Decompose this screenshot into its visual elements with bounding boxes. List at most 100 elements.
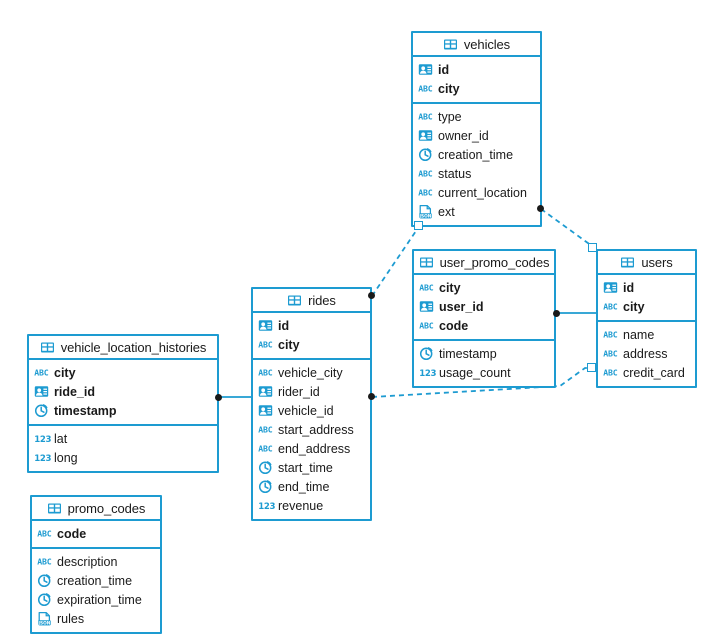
- table-header-users[interactable]: users: [598, 251, 695, 275]
- table-header-user_promo_codes[interactable]: user_promo_codes: [414, 251, 554, 275]
- field-row[interactable]: timestamp: [414, 344, 554, 363]
- table-icon: [419, 255, 434, 270]
- field-name: id: [623, 280, 635, 295]
- field-name: credit_card: [623, 365, 685, 380]
- clock-icon: [418, 147, 433, 162]
- svg-text:123: 123: [34, 454, 51, 464]
- field-row[interactable]: ride_id: [29, 382, 217, 401]
- svg-text:ABC: ABC: [258, 444, 272, 454]
- field-row[interactable]: user_id: [414, 297, 554, 316]
- abc-text-icon: ABC: [418, 185, 433, 200]
- field-row[interactable]: creation_time: [413, 145, 540, 164]
- edge-endpoint-dot: [368, 393, 375, 400]
- field-name: rider_id: [278, 384, 320, 399]
- svg-text:ABC: ABC: [258, 340, 272, 350]
- table-name: users: [641, 254, 673, 270]
- field-row[interactable]: timestamp: [29, 401, 217, 420]
- field-row[interactable]: JSON rules: [32, 609, 160, 628]
- table-header-promo_codes[interactable]: promo_codes: [32, 497, 160, 521]
- field-name: city: [54, 365, 76, 380]
- svg-text:ABC: ABC: [418, 84, 432, 94]
- id-card-icon: [418, 128, 433, 143]
- field-name: rules: [57, 611, 85, 626]
- field-name: creation_time: [57, 573, 133, 588]
- abc-text-icon: ABC: [418, 81, 433, 96]
- field-name: long: [54, 450, 78, 465]
- edge-vehicles-to-users: [540, 208, 593, 247]
- svg-text:JSON: JSON: [418, 213, 431, 219]
- field-name: creation_time: [438, 147, 514, 162]
- field-name: lat: [54, 431, 68, 446]
- field-row[interactable]: id: [598, 278, 695, 297]
- field-row[interactable]: creation_time: [32, 571, 160, 590]
- abc-text-icon: ABC: [37, 526, 52, 541]
- field-name: start_address: [278, 422, 354, 437]
- field-row[interactable]: expiration_time: [32, 590, 160, 609]
- edge-endpoint-dot: [553, 310, 560, 317]
- svg-text:123: 123: [258, 502, 275, 512]
- table-header-vehicle_location_histories[interactable]: vehicle_location_histories: [29, 336, 217, 360]
- field-row[interactable]: ABC credit_card: [598, 363, 695, 382]
- table-header-vehicles[interactable]: vehicles: [413, 33, 540, 57]
- field-row[interactable]: ABC city: [598, 297, 695, 316]
- abc-text-icon: ABC: [418, 166, 433, 181]
- svg-text:ABC: ABC: [418, 169, 432, 179]
- field-row[interactable]: owner_id: [413, 126, 540, 145]
- field-row[interactable]: end_time: [253, 477, 370, 496]
- svg-text:ABC: ABC: [603, 302, 617, 312]
- field-row[interactable]: start_time: [253, 458, 370, 477]
- field-row[interactable]: vehicle_id: [253, 401, 370, 420]
- id-card-icon: [34, 384, 49, 399]
- abc-text-icon: ABC: [258, 365, 273, 380]
- table-icon: [287, 293, 302, 308]
- number-123-icon: 123: [34, 450, 51, 465]
- json-document-icon: JSON: [37, 611, 52, 626]
- edge-endpoint-dot: [368, 292, 375, 299]
- field-row[interactable]: rider_id: [253, 382, 370, 401]
- field-name: owner_id: [438, 128, 489, 143]
- table-header-rides[interactable]: rides: [253, 289, 370, 313]
- table-name: promo_codes: [67, 500, 146, 516]
- svg-text:ABC: ABC: [603, 368, 617, 378]
- field-row[interactable]: id: [253, 316, 370, 335]
- abc-text-icon: ABC: [603, 299, 618, 314]
- id-card-icon: [258, 318, 273, 333]
- field-row[interactable]: id: [413, 60, 540, 79]
- svg-text:JSON: JSON: [37, 620, 50, 626]
- svg-text:123: 123: [34, 435, 51, 445]
- field-name: expiration_time: [57, 592, 142, 607]
- id-card-icon: [418, 62, 433, 77]
- field-name: city: [623, 299, 645, 314]
